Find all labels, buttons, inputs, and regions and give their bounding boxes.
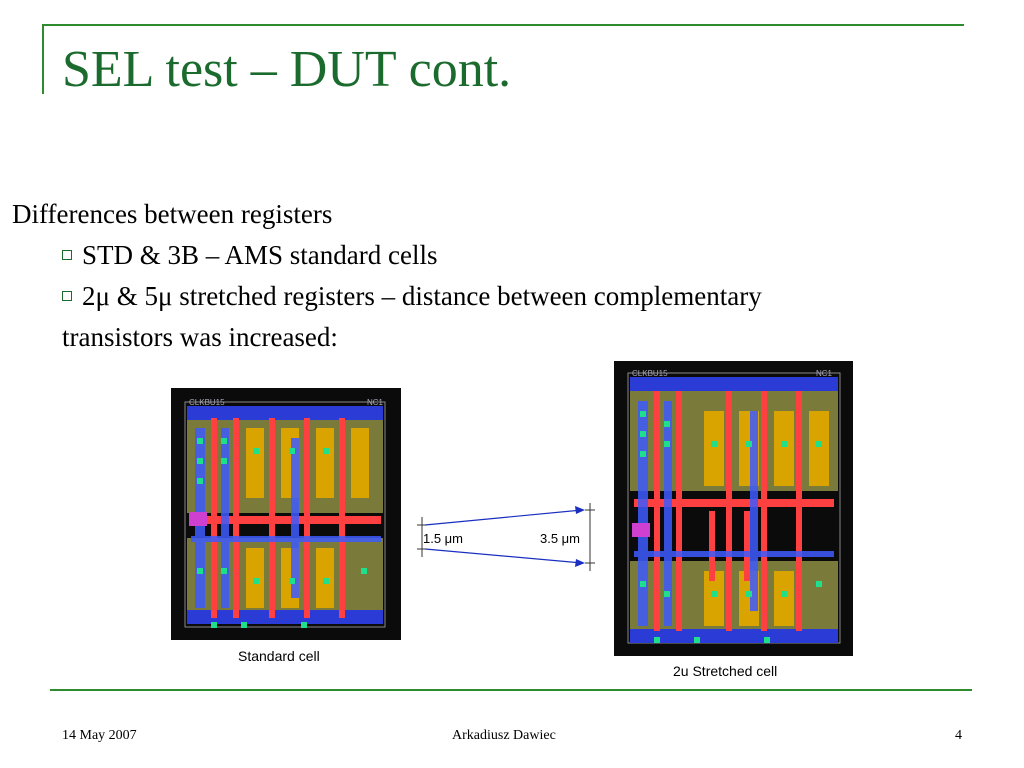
footer-rule (50, 689, 972, 691)
layout-label-left-tl: CLKBU15 (189, 398, 225, 407)
layout-label-left-tr: NC1 (367, 398, 384, 407)
lower-arrow (424, 548, 585, 567)
footer-date: 14 May 2007 (62, 728, 137, 743)
bullet-item-1: STD & 3B – AMS standard cells (12, 235, 1002, 276)
slide-title: SEL test – DUT cont. (62, 41, 512, 98)
dimension-label-left: 1.5 μm (423, 531, 464, 546)
standard-cell-layout-image: CLKBU15 NC1 (171, 388, 401, 640)
stretched-cell-layout-graphic (614, 361, 853, 656)
square-bullet-icon (62, 250, 72, 260)
dimension-arrows-diagram (417, 503, 595, 571)
layout-label-right-tl: CLKBU15 (632, 369, 668, 378)
square-bullet-icon (62, 291, 72, 301)
frame-top-rule (44, 24, 964, 26)
bullet-text-1: STD & 3B – AMS standard cells (82, 240, 438, 270)
stretched-cell-layout-image: CLKBU15 NC1 (614, 361, 853, 656)
upper-arrow (424, 506, 585, 526)
standard-cell-caption: Standard cell (238, 648, 320, 664)
right-dimension-marker (585, 503, 595, 571)
standard-cell-layout-graphic (171, 388, 401, 640)
footer-author: Arkadiusz Dawiec (452, 728, 556, 743)
footer-page-number: 4 (955, 728, 962, 743)
slide-body: Differences between registers STD & 3B –… (12, 194, 1002, 358)
layout-label-right-tr: NC1 (816, 369, 833, 378)
bullet-continuation: transistors was increased: (62, 322, 338, 352)
bullet-item-2: 2μ & 5μ stretched registers – distance b… (12, 276, 1002, 317)
body-heading: Differences between registers (12, 199, 333, 229)
frame-left-rule (42, 24, 44, 94)
stretched-cell-caption: 2u Stretched cell (673, 663, 778, 679)
bullet-text-2: 2μ & 5μ stretched registers – distance b… (82, 281, 762, 311)
dimension-label-right: 3.5 μm (540, 531, 581, 546)
